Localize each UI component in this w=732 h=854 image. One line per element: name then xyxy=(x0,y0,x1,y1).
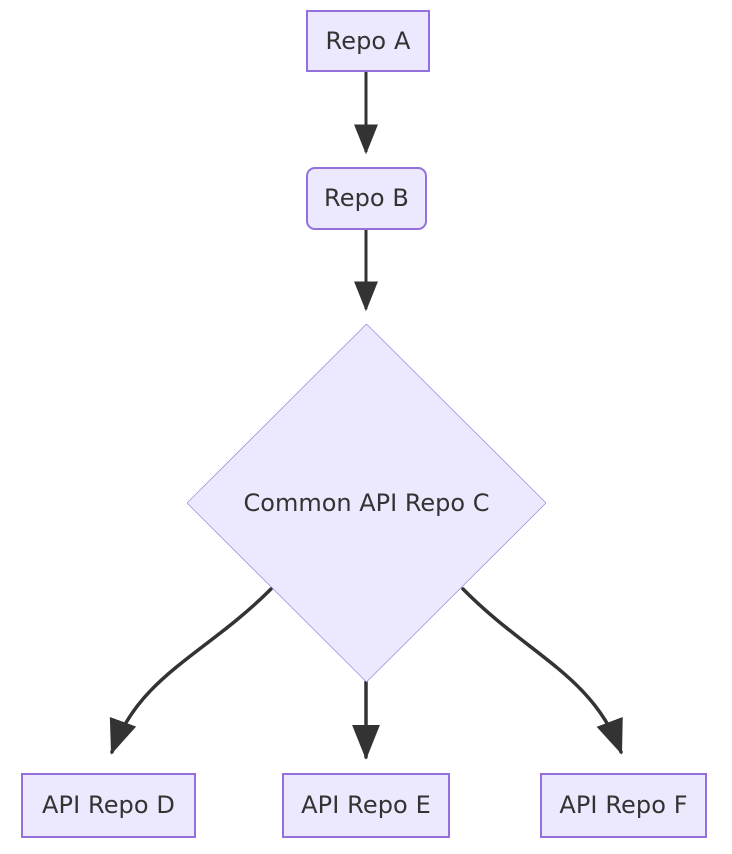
diamond-shape-icon xyxy=(187,324,546,682)
node-repo-b-label: Repo B xyxy=(324,184,409,213)
node-repo-a[interactable]: Repo A xyxy=(306,10,430,72)
node-repo-b[interactable]: Repo B xyxy=(306,167,427,230)
node-api-repo-f-label: API Repo F xyxy=(559,791,688,820)
node-api-repo-e[interactable]: API Repo E xyxy=(282,773,450,838)
node-api-repo-d[interactable]: API Repo D xyxy=(21,773,196,838)
node-api-repo-d-label: API Repo D xyxy=(42,791,175,820)
node-common-api-repo-c-label: Common API Repo C xyxy=(243,489,490,517)
node-common-api-repo-c[interactable]: Common API Repo C xyxy=(187,324,546,682)
node-api-repo-f[interactable]: API Repo F xyxy=(540,773,707,838)
node-repo-a-label: Repo A xyxy=(325,26,411,55)
node-api-repo-e-label: API Repo E xyxy=(301,791,431,820)
